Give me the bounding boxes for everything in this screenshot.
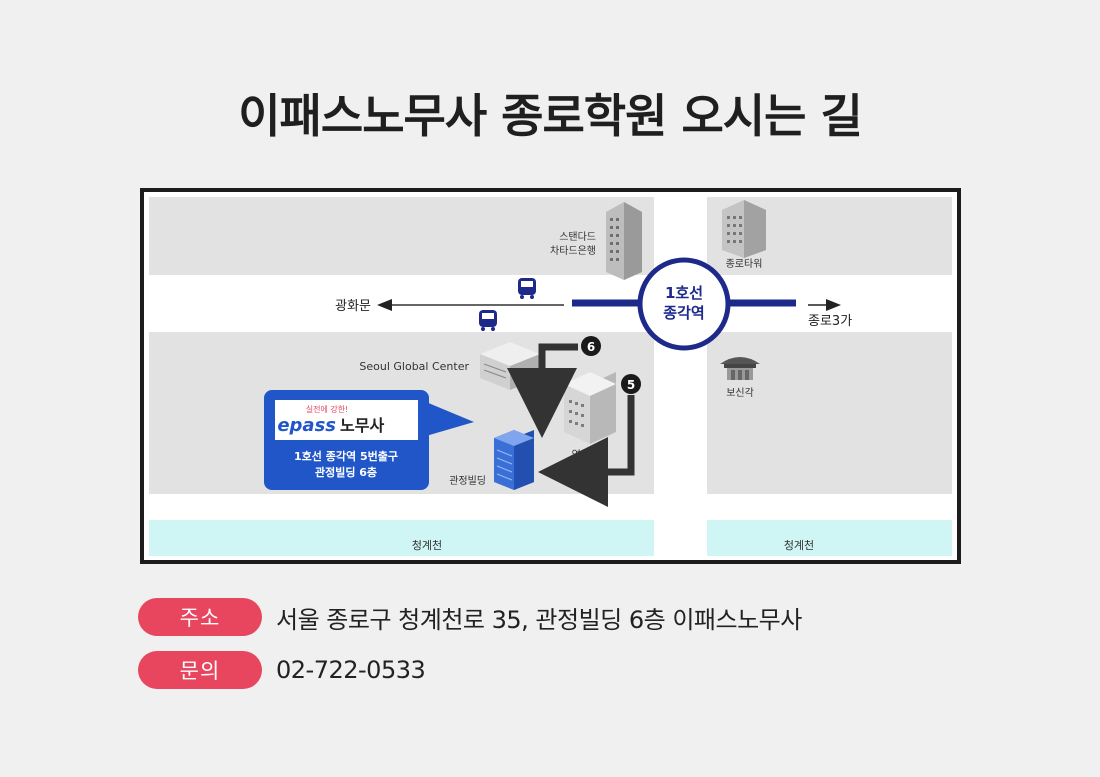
standard-chartered-label-1: 스탠다드 — [559, 231, 596, 243]
exit-5-route-arrow-icon — [538, 395, 635, 507]
youngpoong-building-icon — [564, 372, 616, 444]
gwanjeong-building-icon — [494, 430, 534, 490]
page-title: 이패스노무사 종로학원 오시는 길 — [238, 89, 863, 143]
map-canvas: 청계천 청계천 스탠다드 차타드은행 — [144, 192, 957, 560]
seoul-global-center-label: Seoul Global Center — [359, 360, 469, 373]
epass-logo-mark: epass — [277, 415, 336, 436]
address-text: 서울 종로구 청계천로 35, 관정빌딩 6층 이패스노무사 — [276, 605, 802, 634]
cheonggyecheon-left-label: 청계천 — [412, 538, 442, 552]
phone-number: 02-722-0533 — [276, 656, 426, 684]
exit-6-number: 6 — [587, 340, 595, 354]
bosingak-label: 보신각 — [726, 387, 754, 399]
jonggak-station-icon — [637, 257, 731, 351]
destination-callout — [264, 390, 474, 490]
exit-6-badge — [581, 336, 601, 356]
block-southeast — [707, 332, 952, 494]
bus-stop-icon — [518, 278, 536, 299]
exit-5-number: 5 — [627, 378, 635, 392]
standard-chartered-building-icon — [606, 202, 642, 280]
cheonggyecheon-left — [149, 520, 654, 556]
bosingak-pavilion-icon — [720, 357, 760, 380]
cheonggyecheon-right — [707, 520, 952, 556]
exit-6-route-arrow-icon — [507, 343, 578, 438]
contact-badge: 문의 — [138, 651, 262, 689]
gwanghwamun-label: 광화문 — [335, 299, 371, 314]
callout-line-2: 관정빌딩 6층 — [315, 465, 377, 479]
address-row: 주소 서울 종로구 청계천로 35, 관정빌딩 6층 이패스노무사 — [138, 597, 802, 637]
callout-slogan: 실전에 강한! — [306, 404, 349, 414]
youngpoong-label: 영풍문고 — [572, 449, 609, 461]
gwanjeong-label: 관정빌딩 — [449, 475, 486, 487]
jongno3ga-label: 종로3가 — [808, 314, 852, 329]
station-line-label: 1호선 — [665, 284, 703, 302]
location-map: 청계천 청계천 스탠다드 차타드은행 — [140, 188, 961, 564]
jongno-tower-building-icon — [722, 200, 766, 258]
cheonggyecheon-right-label: 청계천 — [784, 538, 814, 552]
standard-chartered-label-2: 차타드은행 — [550, 245, 596, 257]
callout-line-1: 1호선 종각역 5번출구 — [294, 449, 398, 463]
station-name-label: 종각역 — [663, 304, 704, 322]
contact-row: 문의 02-722-0533 — [138, 650, 426, 690]
bus-stop-icon — [479, 310, 497, 331]
address-badge: 주소 — [138, 598, 262, 636]
jongno-tower-label: 종로타워 — [726, 257, 763, 270]
exit-5-badge — [621, 374, 641, 394]
block-northwest — [149, 197, 654, 275]
epass-logo-name: 노무사 — [340, 416, 384, 435]
